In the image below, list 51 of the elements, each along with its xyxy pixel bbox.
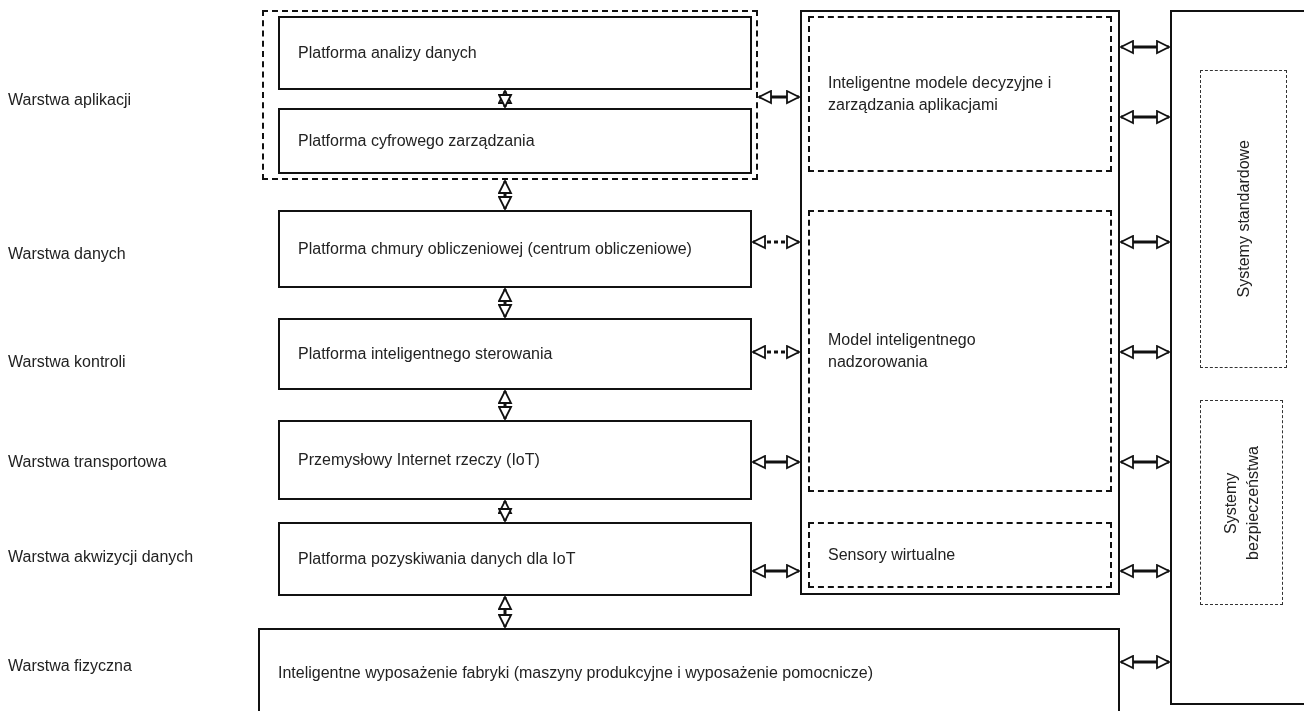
- double-arrow: [1120, 40, 1170, 54]
- double-arrow: [498, 180, 512, 210]
- platform-box: [278, 420, 752, 500]
- double-arrow: [498, 596, 512, 628]
- double-arrow: [498, 288, 512, 318]
- layer-label: Warstwa fizyczna: [8, 656, 132, 676]
- node-text: Systemy standardowe: [1233, 140, 1253, 298]
- node-text: Platforma chmury obliczeniowej (centrum obliczeniowe): [298, 239, 693, 259]
- double-arrow: [1120, 110, 1170, 124]
- layer-label: Warstwa kontroli: [8, 352, 126, 372]
- node-text: Platforma inteligentnego sterowania: [298, 344, 554, 364]
- panel-box: [800, 10, 1120, 595]
- double-arrow: [752, 455, 800, 469]
- node-text: Sensory wirtualne: [828, 545, 957, 565]
- layer-label: Warstwa akwizycji danych: [8, 547, 194, 567]
- double-arrow: [1120, 235, 1170, 249]
- dashed-group-box: [262, 10, 758, 180]
- double-arrow: [752, 564, 800, 578]
- layer-label: Warstwa danych: [8, 244, 126, 264]
- double-arrow: [752, 235, 800, 249]
- module-box: [1200, 70, 1287, 368]
- double-arrow: [752, 345, 800, 359]
- node-text: Platforma pozyskiwania danych dla IoT: [298, 549, 577, 569]
- platform-box: [278, 210, 752, 288]
- node-text: Platforma cyfrowego zarządzania: [298, 131, 536, 151]
- platform-box: [258, 628, 1120, 711]
- platform-box: [278, 318, 752, 390]
- node-text: Systemy bezpieczeństwa: [1220, 444, 1262, 562]
- module-box: [808, 210, 1112, 492]
- double-arrow: [498, 90, 512, 108]
- node-text: Inteligentne modele decyzyjne i zarządzania aplikacjami: [828, 73, 1053, 115]
- layer-label: Warstwa transportowa: [8, 452, 167, 472]
- layer-label: Warstwa aplikacji: [8, 90, 131, 110]
- double-arrow: [498, 500, 512, 522]
- double-arrow: [1120, 455, 1170, 469]
- double-arrow: [1120, 345, 1170, 359]
- platform-box: [278, 108, 752, 174]
- node-text: Model inteligentnego nadzorowania: [828, 330, 977, 372]
- node-text: Inteligentne wyposażenie fabryki (maszyny produkcyjne i wyposażenie pomocnicze): [278, 663, 874, 683]
- double-arrow: [758, 90, 800, 104]
- double-arrow: [1120, 655, 1170, 669]
- double-arrow: [498, 390, 512, 420]
- platform-box: [278, 16, 752, 90]
- module-box: [808, 16, 1112, 172]
- module-box: [1200, 400, 1283, 605]
- panel-box: [1170, 10, 1304, 705]
- node-text: Przemysłowy Internet rzeczy (IoT): [298, 450, 541, 470]
- node-text: Platforma analizy danych: [298, 43, 478, 63]
- double-arrow: [1120, 564, 1170, 578]
- module-box: [808, 522, 1112, 588]
- platform-box: [278, 522, 752, 596]
